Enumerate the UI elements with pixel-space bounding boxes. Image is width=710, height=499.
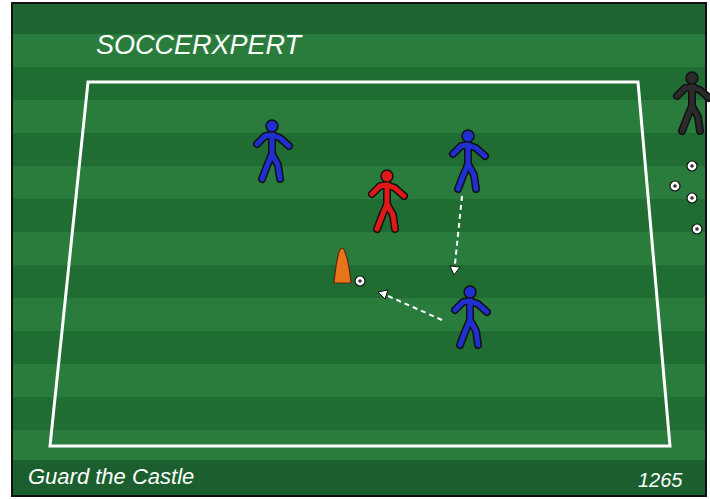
coach-figure	[677, 72, 709, 131]
cone	[334, 248, 351, 283]
pitch-ground	[12, 3, 706, 496]
ball	[687, 161, 697, 171]
brand-logo: SOCCERXPERT	[96, 32, 301, 59]
pitch-stripes	[13, 4, 705, 495]
ball	[355, 276, 365, 286]
blue-player	[257, 120, 289, 179]
ball	[692, 224, 702, 234]
drill-number: 1265	[638, 470, 683, 490]
blue-player	[455, 286, 487, 345]
field-boundary	[50, 82, 670, 446]
ball	[687, 193, 697, 203]
pass-arrow	[450, 196, 462, 275]
ball	[670, 181, 680, 191]
blue-player	[453, 130, 485, 189]
drill-title: Guard the Castle	[28, 466, 194, 488]
red-defender	[372, 170, 404, 229]
pass-arrow	[378, 290, 442, 320]
